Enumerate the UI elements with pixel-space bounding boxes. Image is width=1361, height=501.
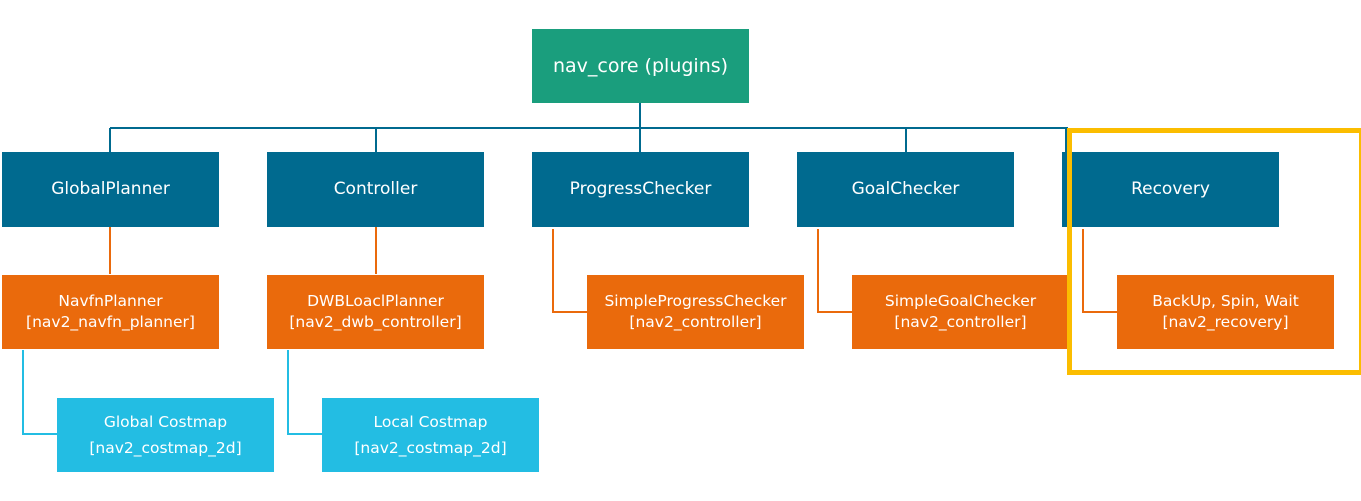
- costmap-elbow-global: [22, 350, 58, 435]
- impl-box-dwblocalplanner: DWBLoaclPlanner [nav2_dwb_controller]: [267, 275, 484, 349]
- plugin-connector-lines: [109, 103, 1068, 153]
- impl-name-simplegoalchecker: SimpleGoalChecker: [884, 292, 1037, 310]
- nav-core-root-box: nav_core (plugins): [532, 29, 749, 103]
- nav-core-root-label: nav_core (plugins): [552, 54, 729, 77]
- impl-box-simplegoalchecker: SimpleGoalChecker [nav2_controller]: [852, 275, 1069, 349]
- costmap-box-local: Local Costmap [nav2_costmap_2d]: [322, 398, 539, 472]
- impl-elbow-recovery: [1082, 229, 1118, 313]
- costmap-connector-lines: [22, 350, 323, 435]
- impl-name-recovery-behaviors: BackUp, Spin, Wait: [1152, 292, 1299, 310]
- impl-package-simplegoalchecker: [nav2_controller]: [894, 313, 1027, 331]
- impl-box-navfnplanner: NavfnPlanner [nav2_navfn_planner]: [2, 275, 219, 349]
- impl-package-navfnplanner: [nav2_navfn_planner]: [26, 313, 195, 331]
- impl-name-simpleprogresschecker: SimpleProgressChecker: [604, 292, 787, 310]
- impl-package-dwblocalplanner: [nav2_dwb_controller]: [289, 313, 462, 331]
- plugin-box-progresschecker: ProgressChecker: [532, 152, 749, 227]
- impl-elbow-progresschecker: [552, 229, 588, 313]
- impl-box-simpleprogresschecker: SimpleProgressChecker [nav2_controller]: [587, 275, 804, 349]
- impl-package-recovery-behaviors: [nav2_recovery]: [1162, 313, 1289, 331]
- impl-name-navfnplanner: NavfnPlanner: [58, 292, 163, 310]
- costmap-package-local: [nav2_costmap_2d]: [354, 439, 507, 457]
- costmap-name-global: Global Costmap: [103, 413, 228, 431]
- plugin-label-controller: Controller: [333, 179, 418, 199]
- costmap-box-global: Global Costmap [nav2_costmap_2d]: [57, 398, 274, 472]
- impl-name-dwblocalplanner: DWBLoaclPlanner: [307, 292, 444, 310]
- plugin-box-controller: Controller: [267, 152, 484, 227]
- impl-package-simpleprogresschecker: [nav2_controller]: [629, 313, 762, 331]
- plugin-box-globalplanner: GlobalPlanner: [2, 152, 219, 227]
- plugin-box-recovery: Recovery: [1062, 152, 1279, 227]
- plugin-label-goalchecker: GoalChecker: [851, 179, 960, 199]
- impl-box-recovery-behaviors: BackUp, Spin, Wait [nav2_recovery]: [1117, 275, 1334, 349]
- costmap-name-local: Local Costmap: [373, 413, 488, 431]
- implementation-connector-lines: [109, 227, 1118, 313]
- plugin-box-goalchecker: GoalChecker: [797, 152, 1014, 227]
- costmap-package-global: [nav2_costmap_2d]: [89, 439, 242, 457]
- plugin-label-progresschecker: ProgressChecker: [569, 179, 712, 199]
- costmap-elbow-local: [287, 350, 323, 435]
- impl-elbow-goalchecker: [817, 229, 853, 313]
- plugin-label-recovery: Recovery: [1131, 179, 1210, 199]
- plugin-label-globalplanner: GlobalPlanner: [51, 179, 170, 199]
